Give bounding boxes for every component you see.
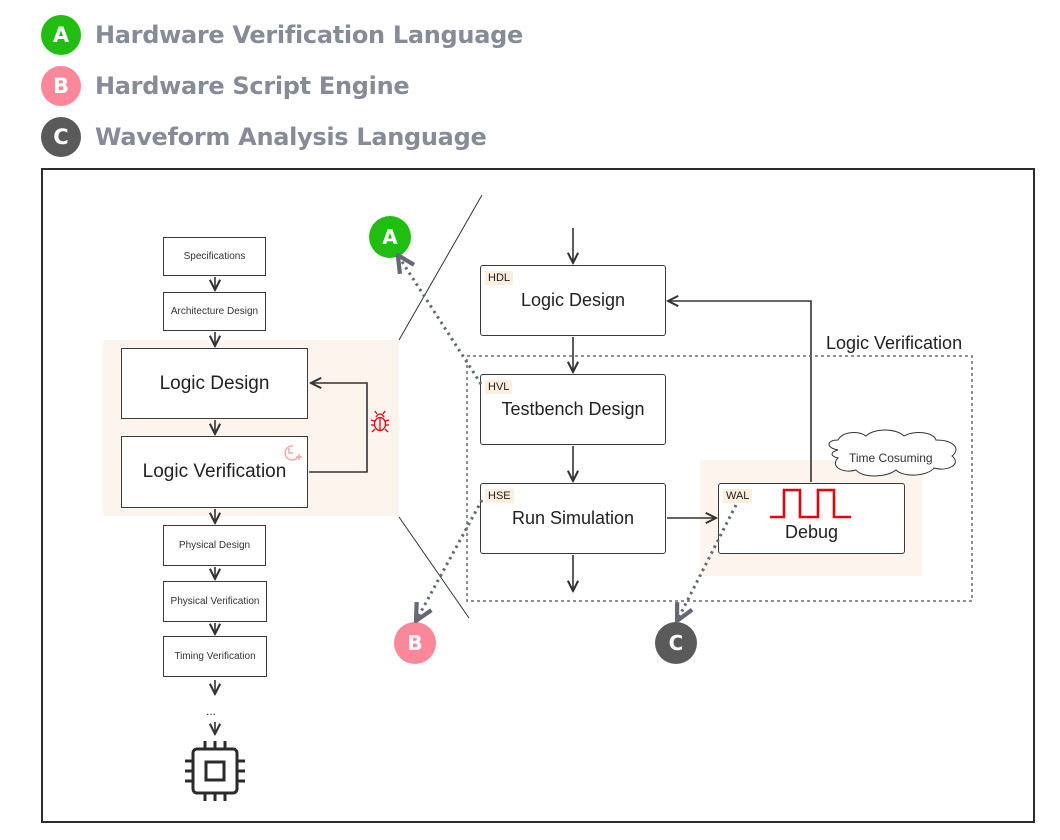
square-wave-icon [770,488,851,519]
badge-c: C [41,117,81,157]
step-logic-design: Logic Design [121,348,308,419]
diagram-frame [41,168,1035,823]
zoom-line-top [398,194,483,341]
tag-hvl: HVL [485,380,513,394]
box-label: Run Simulation [511,508,635,528]
clock-plus-icon [284,445,302,461]
tag-hse: HSE [485,489,514,503]
badge-b: B [41,66,81,106]
bug-icon [370,410,390,433]
legend-label: Hardware Script Engine [95,72,410,100]
step-logic-verification: Logic Verification [121,436,308,508]
legend-label: Hardware Verification Language [95,21,523,49]
callout-a: A [369,216,411,258]
legend-item-hvl: A Hardware Verification Language [41,15,523,55]
step-timing-verification: Timing Verification [163,636,267,677]
loop-back-arrow [309,383,368,473]
step-specifications: Specifications [163,237,266,276]
cloud-label: Time Cosuming [849,451,933,465]
box-label: Testbench Design [501,399,645,419]
box-label: Debug [784,522,839,542]
cloud-shape [828,429,957,477]
badge-a: A [41,15,81,55]
callout-b: B [394,622,436,664]
right-flow-arrows [573,228,812,591]
group-label-logic-verification: Logic Verification [826,333,963,353]
box-label: Logic Design [520,290,626,310]
tag-wal: WAL [723,489,753,503]
legend-item-hse: B Hardware Script Engine [41,66,410,106]
step-architecture-design: Architecture Design [163,292,266,331]
left-flow-arrows [215,277,368,734]
legend-item-wal: C Waveform Analysis Language [41,117,487,157]
feedback-arrow [668,301,812,482]
detail-testbench-design: HVL Testbench Design [480,374,666,445]
detail-logic-design: HDL Logic Design [480,265,666,336]
detail-run-simulation: HSE Run Simulation [480,483,666,554]
legend-label: Waveform Analysis Language [95,123,487,151]
logic-verification-group [466,355,973,602]
ellipsis: ... [206,704,217,718]
callout-c: C [655,622,697,664]
tag-hdl: HDL [485,271,514,285]
chip-icon [185,741,245,801]
connector-hse-b [417,499,484,619]
step-physical-design: Physical Design [163,525,266,566]
detail-debug: WAL Debug [718,483,905,554]
connector-hvl-a [399,257,483,385]
connector-wal-c [678,504,738,619]
callout-connectors [399,257,738,619]
zoom-line-bottom [398,516,470,619]
step-physical-verification: Physical Verification [163,581,267,622]
